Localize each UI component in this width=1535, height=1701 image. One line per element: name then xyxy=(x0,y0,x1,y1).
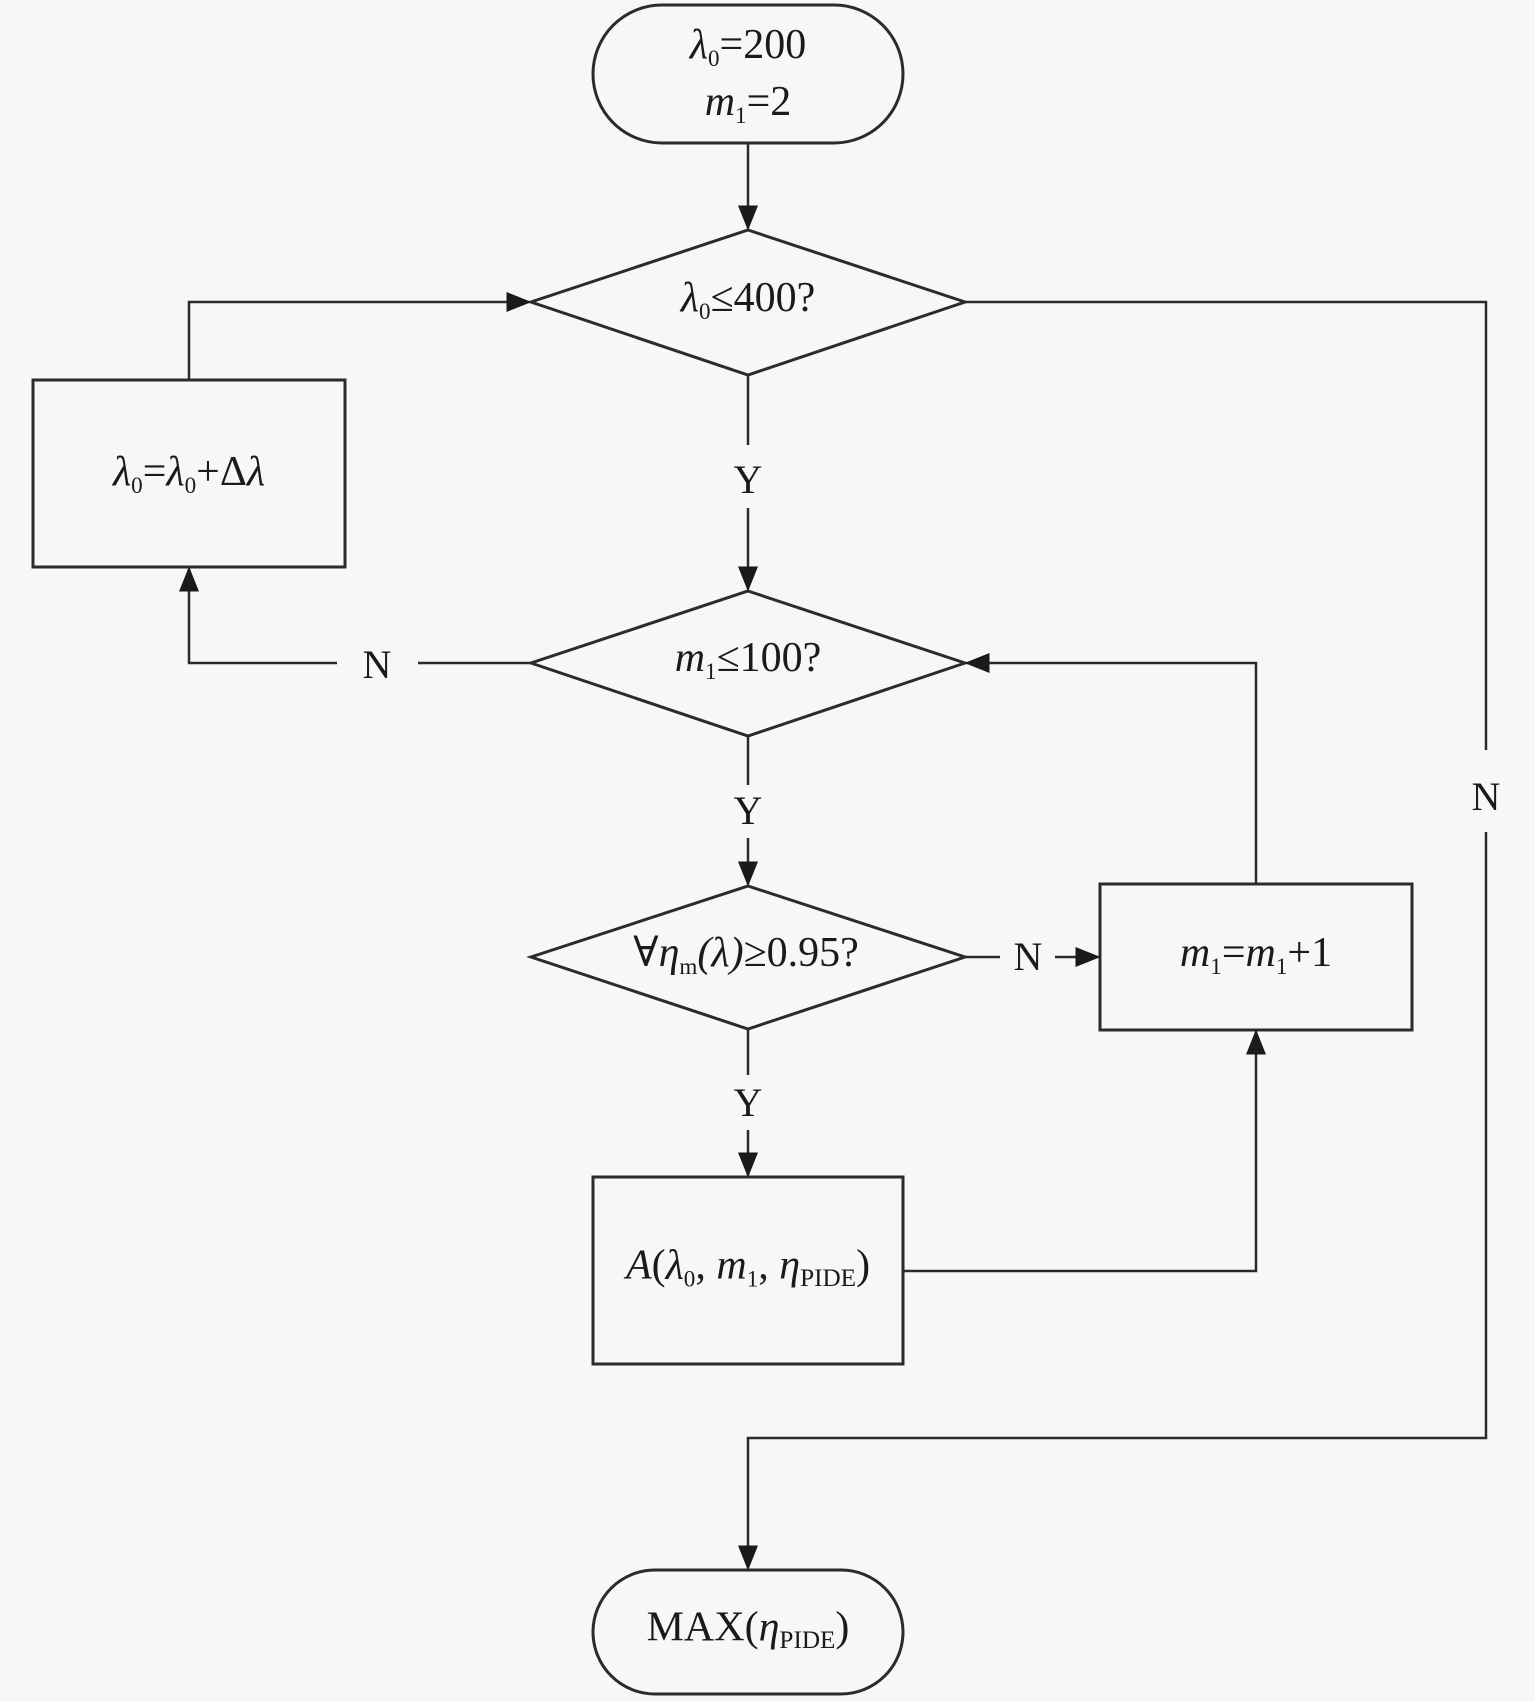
var-lambda: λ xyxy=(112,448,132,495)
update-lambda-label: λ0=λ0+Δλ xyxy=(113,451,265,497)
condition-text: ≤100? xyxy=(716,634,822,681)
var-lambda: λ xyxy=(166,448,185,495)
var-m: m xyxy=(674,634,706,681)
subscript: 1 xyxy=(735,102,747,129)
end-label: MAX(ηPIDE) xyxy=(647,1607,850,1654)
edge-lambda-check-no xyxy=(965,300,1488,750)
subscript: PIDE xyxy=(800,1265,857,1293)
flag-no-lambda: N xyxy=(1463,773,1509,821)
edge-compute-to-update-m xyxy=(903,1029,1266,1273)
edge-update-lambda-to-lambda-check xyxy=(187,292,532,380)
flag-yes-eta: Y xyxy=(725,1079,771,1127)
process-compute-A xyxy=(591,1175,905,1366)
var-eta: η xyxy=(658,929,680,976)
equals-sign: = xyxy=(1221,929,1246,976)
var-m: m xyxy=(1245,929,1276,976)
var-m: m xyxy=(716,1242,747,1289)
separator: , xyxy=(695,1242,717,1289)
edge-m-check-no-to-update-lambda xyxy=(179,566,337,665)
subscript: 0 xyxy=(184,471,197,498)
var-eta: η xyxy=(779,1242,801,1289)
argument: (λ) xyxy=(697,929,744,976)
subscript: 1 xyxy=(705,657,717,684)
subscript: m xyxy=(679,952,698,979)
value-text: =2 xyxy=(746,79,792,125)
subscript: 0 xyxy=(707,44,720,71)
flag-no-eta: N xyxy=(1005,933,1051,981)
subscript: PIDE xyxy=(779,1627,836,1655)
flag-no-m: N xyxy=(354,641,400,689)
equals-sign: = xyxy=(142,448,167,495)
subscript: 1 xyxy=(1210,952,1222,979)
paren-close: ) xyxy=(835,1604,850,1651)
function-name: MAX( xyxy=(646,1604,759,1651)
flag-yes-lambda: Y xyxy=(725,456,771,504)
var-lambda: λ xyxy=(680,274,699,321)
subscript: 0 xyxy=(683,1265,696,1292)
increment-text: +1 xyxy=(1287,929,1333,976)
var-m: m xyxy=(704,79,736,125)
subscript: 1 xyxy=(746,1265,759,1292)
condition-text: ≥0.95? xyxy=(743,929,859,976)
decision-m-label: m1≤100? xyxy=(675,637,822,683)
subscript: 1 xyxy=(1275,952,1288,979)
start-label: λ0=200 m1=2 xyxy=(690,17,806,132)
var-lambda: λ xyxy=(246,448,266,495)
condition-text: ≤400? xyxy=(710,274,816,321)
function-name: A xyxy=(625,1242,652,1289)
var-eta: η xyxy=(758,1604,780,1651)
forall-symbol: ∀ xyxy=(633,929,659,976)
subscript: 0 xyxy=(131,471,143,498)
decision-lambda-label: λ0≤400? xyxy=(681,277,815,323)
paren-open: ( xyxy=(651,1242,666,1289)
value-text: =200 xyxy=(719,21,807,68)
update-m-label: m1=m1+1 xyxy=(1180,932,1332,978)
edge-update-m-to-m-check xyxy=(964,653,1258,884)
subscript: 0 xyxy=(698,297,711,324)
paren-close: ) xyxy=(856,1242,871,1289)
decision-eta-label: ∀ηm(λ)≥0.95? xyxy=(633,932,859,978)
separator: , xyxy=(758,1242,780,1289)
compute-label: A(λ0, m1, ηPIDE) xyxy=(626,1245,870,1292)
var-lambda: λ xyxy=(689,21,708,68)
plus-delta: +Δ xyxy=(196,448,247,495)
flag-yes-m: Y xyxy=(725,787,771,835)
process-update-lambda xyxy=(31,378,347,569)
edge-lambda-check-no-to-end xyxy=(738,832,1488,1571)
var-m: m xyxy=(1179,929,1211,976)
var-lambda: λ xyxy=(665,1242,684,1289)
